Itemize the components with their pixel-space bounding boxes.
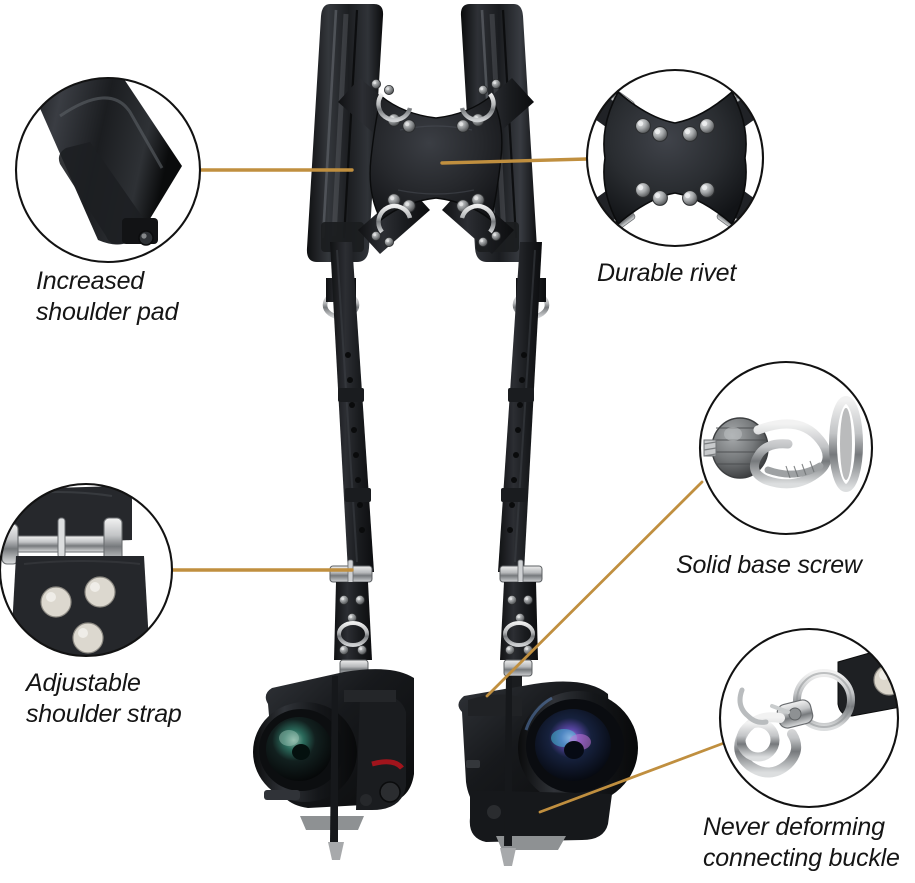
callout-circle-increased-shoulder-pad bbox=[14, 76, 202, 264]
callout-label-durable-rivet: Durable rivet bbox=[597, 259, 737, 287]
connector-line-durable-rivet bbox=[440, 157, 589, 165]
right-dslr-camera bbox=[458, 676, 638, 866]
left-dslr-camera bbox=[253, 669, 414, 860]
right-metal-buckle bbox=[499, 559, 543, 587]
connector-line-solid-base-screw bbox=[485, 480, 704, 698]
d-rings bbox=[376, 92, 496, 234]
callout-label-solid-base-screw: Solid base screw bbox=[676, 551, 862, 579]
callout-circle-durable-rivet bbox=[585, 68, 765, 248]
callout-label-increased-shoulder-pad: Increased shoulder pad bbox=[36, 267, 179, 326]
left-adjustable-strap bbox=[330, 242, 374, 572]
left-lower-tab bbox=[334, 582, 372, 677]
callout-label-connecting-buckle: Never deforming connecting buckle bbox=[703, 813, 900, 872]
right-adjustable-strap bbox=[498, 242, 542, 572]
callout-label-adjustable-shoulder-strap: Adjustable shoulder strap bbox=[26, 669, 182, 728]
callout-circle-solid-base-screw bbox=[698, 360, 874, 536]
callout-circle-connecting-buckle bbox=[718, 627, 900, 809]
callout-circle-adjustable-shoulder-strap bbox=[0, 482, 174, 658]
connector-line-connecting-buckle bbox=[538, 741, 726, 814]
left-shoulder-pad bbox=[306, 4, 384, 262]
